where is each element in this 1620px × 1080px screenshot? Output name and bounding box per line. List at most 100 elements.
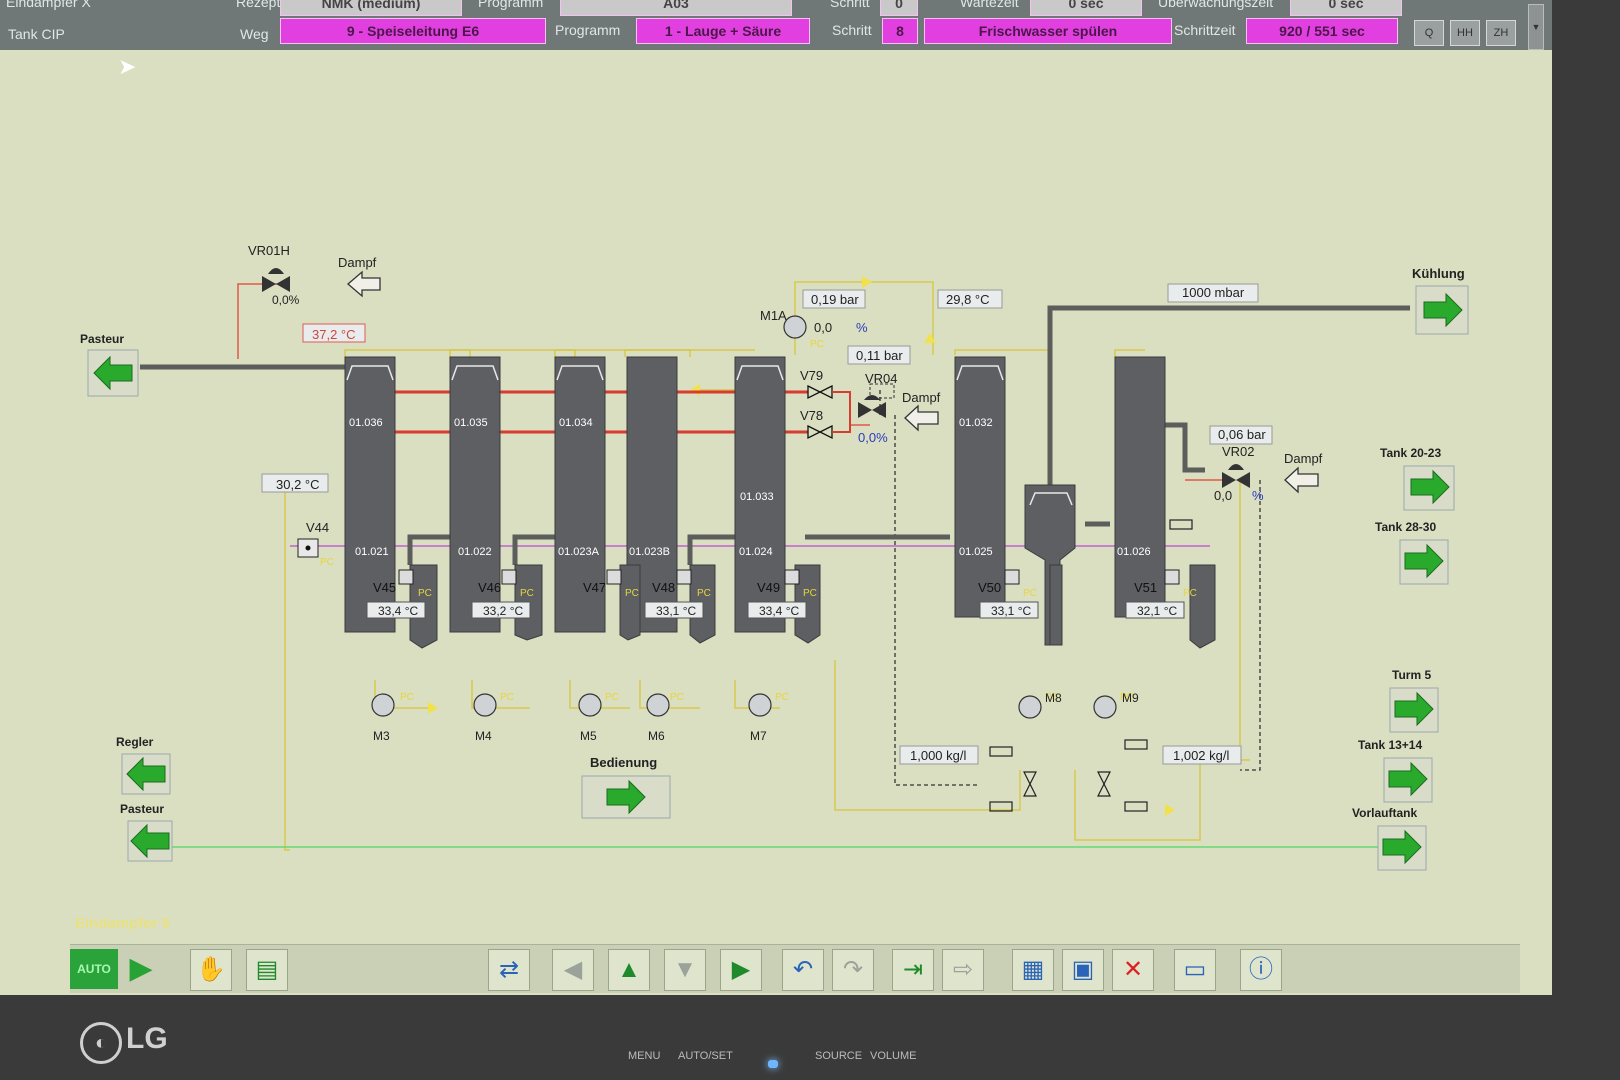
col-3-bottom-label: 01.023A <box>558 546 600 558</box>
pump-m5-label: M5 <box>580 729 597 743</box>
svg-text:PC: PC <box>1120 692 1134 703</box>
export-icon[interactable]: ⇨ <box>942 949 984 991</box>
valve-v79-icon[interactable] <box>807 384 833 400</box>
value-boxes <box>261 283 1273 765</box>
folder-icon[interactable]: ▤ <box>246 949 288 991</box>
nav-turm-5-button[interactable] <box>1389 687 1439 733</box>
m1a-label: M1A <box>760 308 787 323</box>
drain-valves[interactable] <box>989 519 1193 812</box>
valve-v46-label: V46 <box>478 580 501 595</box>
vr01h-label: VR01H <box>248 243 290 258</box>
rezept-field[interactable]: NMK (medium) <box>280 0 462 16</box>
bedienung-button[interactable] <box>581 775 671 819</box>
v78-label: V78 <box>800 408 823 423</box>
top-status-bar: Eindampfer X Rezept NMK (medium) Program… <box>0 0 1552 50</box>
pump-m6-label: M6 <box>648 729 665 743</box>
arrow-down-icon[interactable]: ▼ <box>664 949 706 991</box>
monitor-autoset-button[interactable]: AUTO/SET <box>678 1050 733 1062</box>
arrow-left-icon[interactable]: ◀ <box>552 949 594 991</box>
arrow-up-icon[interactable]: ▲ <box>608 949 650 991</box>
pump-m8-label: M8 <box>1045 691 1062 705</box>
temp-v46: 33,2 °C <box>483 604 523 618</box>
schritt-top-field[interactable]: 0 <box>880 0 918 16</box>
svg-text:PC: PC <box>1045 692 1059 703</box>
valve-v78-icon[interactable] <box>807 424 833 440</box>
valve-v51-label: V51 <box>1134 580 1157 595</box>
steam-arrow-icon <box>347 270 381 298</box>
col-5-bottom-label: 01.024 <box>739 546 773 558</box>
temperature-values: 33,4 °C 33,2 °C 33,1 °C 33,4 °C 33,1 °C … <box>378 604 1177 618</box>
regler-label: Regler <box>116 735 154 749</box>
temp-v45: 33,4 °C <box>378 604 418 618</box>
monitor-volume-button[interactable]: VOLUME <box>870 1050 917 1062</box>
temp-v49: 33,4 °C <box>759 604 799 618</box>
nav-kuehlung-button[interactable] <box>1415 285 1469 335</box>
q-button[interactable]: Q <box>1414 20 1444 46</box>
steam-inlet-icons <box>347 270 1319 494</box>
auto-mode-button[interactable]: AUTO <box>70 949 118 989</box>
flow-arrow-icon <box>862 276 872 288</box>
level-valves[interactable] <box>398 569 1180 585</box>
valve-bypass-line <box>832 391 851 433</box>
control-valve-vr04-icon[interactable] <box>858 383 895 418</box>
step-description-field[interactable]: Frischwasser spülen <box>924 18 1172 44</box>
info-icon[interactable]: ⓘ <box>1240 949 1282 991</box>
drain-valve-icon <box>1124 801 1148 812</box>
redo-icon[interactable]: ↷ <box>832 949 874 991</box>
pumps[interactable] <box>371 315 1117 719</box>
svg-text:PC: PC <box>697 588 711 599</box>
open-file-icon[interactable]: ▦ <box>1012 949 1054 991</box>
power-led-icon[interactable] <box>768 1060 778 1068</box>
hh-button[interactable]: HH <box>1450 20 1480 46</box>
control-valve-vr01h-icon[interactable] <box>262 268 290 292</box>
scroll-down-icon[interactable]: ▼ <box>1528 4 1544 50</box>
nav-tank-20-23-button[interactable] <box>1403 465 1455 511</box>
zh-button[interactable]: ZH <box>1486 20 1516 46</box>
programm-field[interactable]: 1 - Lauge + Säure <box>636 18 810 44</box>
v79-label: V79 <box>800 368 823 383</box>
svg-text:PC: PC <box>803 588 817 599</box>
vr02-pressure: 0,06 bar <box>1218 427 1266 442</box>
wartezeit-field[interactable]: 0 sec <box>1030 0 1142 16</box>
status-label: Eindampfer 5 <box>75 915 171 932</box>
col-1-bottom-label: 01.021 <box>355 546 389 558</box>
pump-m8-icon <box>1018 695 1042 719</box>
delete-file-icon[interactable]: ✕ <box>1112 949 1154 991</box>
schrittzeit-field[interactable]: 920 / 551 sec <box>1246 18 1398 44</box>
schrittzeit-label: Schrittzeit <box>1174 22 1236 38</box>
svg-text:PC: PC <box>775 692 789 703</box>
pump-m4-label: M4 <box>475 729 492 743</box>
nav-tank-13-14-button[interactable] <box>1383 757 1433 803</box>
nav-pasteur-left-button[interactable] <box>87 349 139 397</box>
nav-vorlauftank-label: Vorlauftank <box>1352 806 1417 820</box>
save-file-icon[interactable]: ▣ <box>1062 949 1104 991</box>
control-valve-vr02-icon[interactable] <box>1222 464 1250 488</box>
nav-vorlauftank-button[interactable] <box>1377 825 1427 871</box>
monitor-menu-button[interactable]: MENU <box>628 1050 661 1062</box>
undo-icon[interactable]: ↶ <box>782 949 824 991</box>
monitor-source-button[interactable]: SOURCE <box>815 1050 863 1062</box>
svg-text:PC: PC <box>400 692 414 703</box>
transfer-icon[interactable]: ⇄ <box>488 949 530 991</box>
valve-v45-label: V45 <box>373 580 396 595</box>
ueberwachung-field[interactable]: 0 sec <box>1290 0 1402 16</box>
nav-tank-28-30-button[interactable] <box>1399 539 1449 585</box>
vr04-label: VR04 <box>865 371 898 386</box>
col-1-top-label: 01.036 <box>349 417 383 429</box>
vr01h-percent: 0,0% <box>272 293 300 307</box>
import-icon[interactable]: ⇥ <box>892 949 934 991</box>
top-pressure: 0,19 bar <box>811 292 859 307</box>
arrow-right-icon[interactable]: ▶ <box>720 949 762 991</box>
programm-top-field[interactable]: A03 <box>560 0 792 16</box>
col-6-bottom-label: 01.025 <box>959 546 993 558</box>
play-icon[interactable]: ▶ <box>129 952 153 985</box>
signal-lines <box>284 281 1250 851</box>
monitor-view-icon[interactable]: ▭ <box>1174 949 1216 991</box>
nav-regler-button[interactable] <box>121 753 171 795</box>
programm-label: Programm <box>555 22 621 38</box>
schritt-field[interactable]: 8 <box>882 18 918 44</box>
nav-pasteur-bottom-button[interactable] <box>127 820 173 862</box>
col-6-top-label: 01.032 <box>959 417 993 429</box>
hand-tool-icon[interactable]: ✋ <box>190 949 232 991</box>
weg-field[interactable]: 9 - Speiseleitung E6 <box>280 18 546 44</box>
